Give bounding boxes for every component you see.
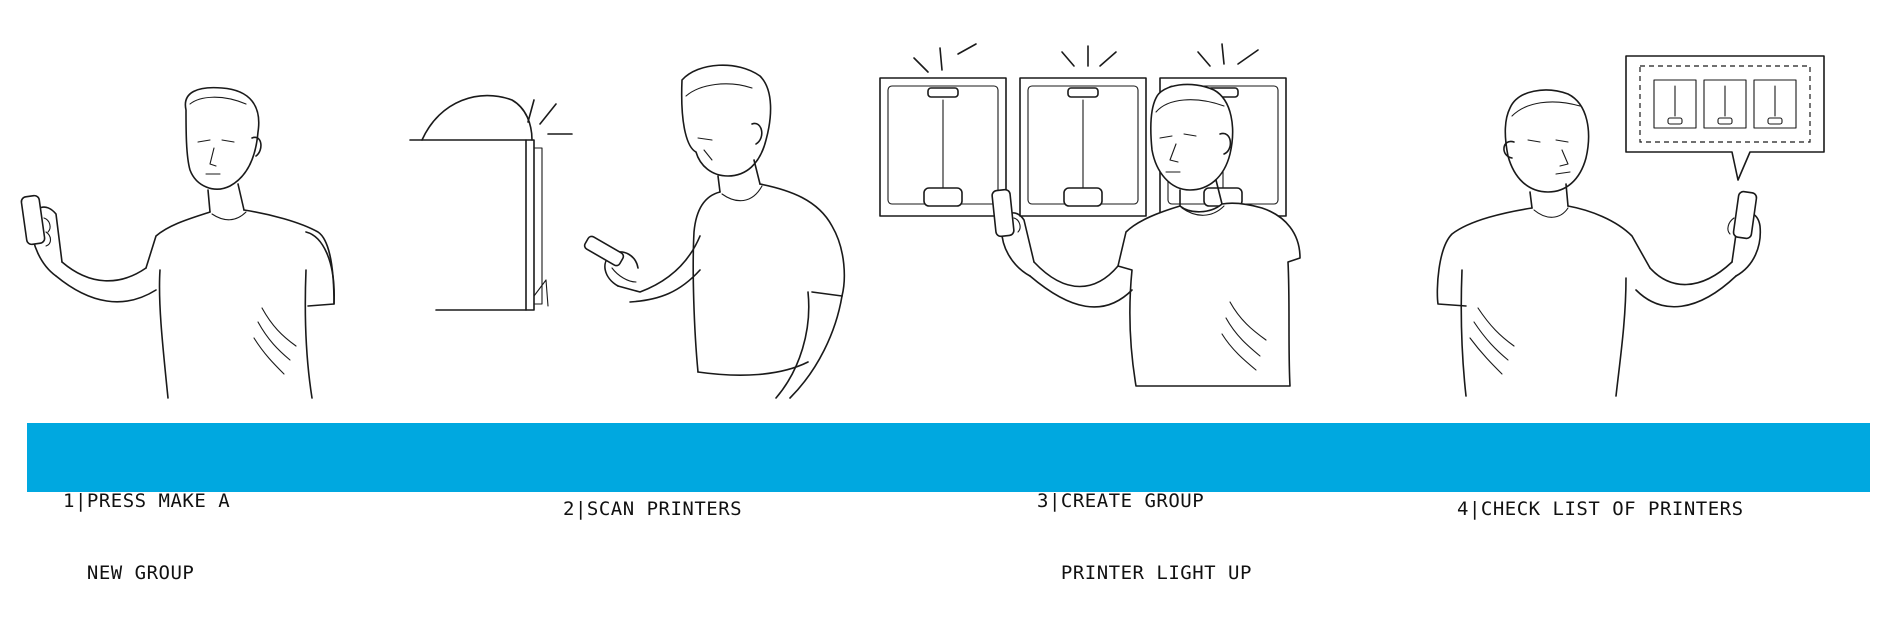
step-bar: 1|PRESS MAKE A NEW GROUP 2|SCAN PRINTERS… — [27, 423, 1870, 492]
printer-icon — [880, 44, 1006, 216]
panel-4-speech-bubble — [1626, 56, 1824, 180]
step-text-line-2: PRINTER LIGHT UP — [1061, 562, 1252, 584]
step-2-label: 2|SCAN PRINTERS — [563, 449, 742, 569]
setup-steps-diagram: 1|PRESS MAKE A NEW GROUP 2|SCAN PRINTERS… — [0, 0, 1889, 496]
step-text-line-1: SCAN PRINTERS — [587, 498, 742, 520]
step-text-line-1: CREATE GROUP — [1061, 490, 1204, 512]
step-3-label: 3|CREATE GROUP PRINTER LIGHT UP — [1037, 441, 1252, 633]
printer-icon — [1020, 46, 1146, 216]
step-number: 4 — [1457, 498, 1469, 520]
step-number: 3 — [1037, 490, 1049, 512]
step-text-line-1: CHECK LIST OF PRINTERS — [1481, 498, 1744, 520]
panel-2-figure — [583, 65, 844, 398]
step-4-label: 4|CHECK LIST OF PRINTERS — [1457, 449, 1744, 569]
panel-2-printer — [410, 96, 572, 310]
illustration-strip — [0, 0, 1889, 420]
smartphone-icon — [21, 195, 46, 245]
panel-1-figure — [21, 88, 334, 398]
step-1-label: 1|PRESS MAKE A NEW GROUP — [63, 441, 230, 633]
step-text-line-2: NEW GROUP — [87, 562, 194, 584]
smartphone-icon — [992, 189, 1015, 237]
smartphone-icon — [1733, 191, 1757, 239]
step-number: 2 — [563, 498, 575, 520]
step-number: 1 — [63, 490, 75, 512]
step-text-line-1: PRESS MAKE A — [87, 490, 230, 512]
smartphone-icon — [583, 235, 625, 267]
